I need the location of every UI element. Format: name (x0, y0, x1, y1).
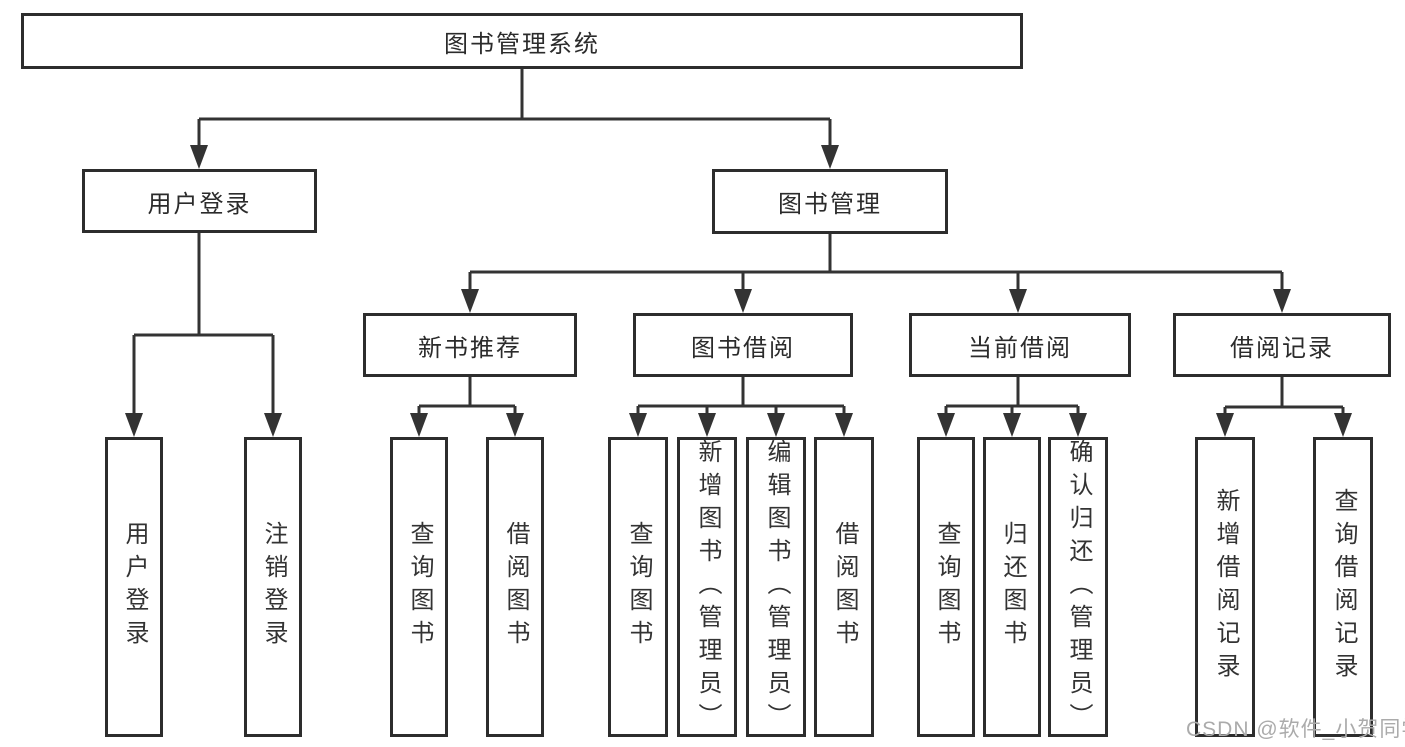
leaf-label: 确认归还（管理员） (1065, 438, 1092, 736)
leaf-return-books: 归还图书 (983, 437, 1041, 737)
node-borrowing-records: 借阅记录 (1173, 313, 1391, 377)
leaf-query-borrow-record: 查询借阅记录 (1313, 437, 1373, 737)
leaf-add-books-admin: 新增图书（管理员） (677, 437, 737, 737)
connector-borrow-records-children (1223, 377, 1345, 418)
leaf-label: 编辑图书（管理员） (763, 438, 790, 736)
leaf-label: 注销登录 (260, 521, 287, 653)
leaf-label: 借阅图书 (831, 521, 858, 653)
leaf-query-books-borrowing: 查询图书 (608, 437, 668, 737)
connector-root-to-level2 (197, 69, 832, 150)
node-user-login: 用户登录 (82, 169, 317, 233)
leaf-borrow-books-recommend: 借阅图书 (486, 437, 544, 737)
node-label: 新书推荐 (418, 334, 522, 362)
node-book-management: 图书管理 (712, 169, 948, 234)
connector-book-mgmt-to-level3 (468, 234, 1284, 294)
node-label: 用户登录 (147, 190, 252, 218)
leaf-edit-books-admin: 编辑图书（管理员） (746, 437, 806, 737)
node-current-borrowing: 当前借阅 (909, 313, 1131, 377)
connector-new-books-children (417, 377, 517, 418)
leaf-user-login: 用户登录 (105, 437, 163, 737)
leaf-borrow-books-borrowing: 借阅图书 (814, 437, 874, 737)
connector-book-borrow-children (636, 377, 846, 418)
leaf-label: 用户登录 (121, 521, 148, 653)
leaf-label: 查询图书 (625, 521, 652, 653)
node-label: 当前借阅 (968, 334, 1072, 362)
leaf-label: 归还图书 (999, 521, 1026, 653)
leaf-label: 借阅图书 (502, 521, 529, 653)
leaf-logout: 注销登录 (244, 437, 302, 737)
node-label: 图书管理系统 (444, 30, 600, 58)
leaf-label: 新增图书（管理员） (694, 438, 721, 736)
node-label: 图书管理 (778, 191, 882, 218)
node-book-borrowing: 图书借阅 (633, 313, 853, 377)
leaf-add-borrow-record: 新增借阅记录 (1195, 437, 1255, 737)
csdn-watermark: CSDN @软件_小贺同学 (1186, 718, 1405, 741)
connector-current-borrow-children (944, 377, 1080, 418)
leaf-confirm-return-admin: 确认归还（管理员） (1048, 437, 1108, 737)
leaf-query-books-recommend: 查询图书 (390, 437, 448, 737)
leaf-label: 查询借阅记录 (1330, 488, 1357, 686)
leaf-label: 查询图书 (933, 521, 960, 653)
leaf-label: 新增借阅记录 (1212, 488, 1239, 686)
connector-user-login-children (132, 233, 275, 418)
node-library-management-system: 图书管理系统 (21, 13, 1023, 69)
node-label: 图书借阅 (691, 334, 795, 362)
node-label: 借阅记录 (1230, 334, 1334, 362)
leaf-query-books-current: 查询图书 (917, 437, 975, 737)
node-new-book-recommend: 新书推荐 (363, 313, 577, 377)
leaf-label: 查询图书 (406, 521, 433, 653)
